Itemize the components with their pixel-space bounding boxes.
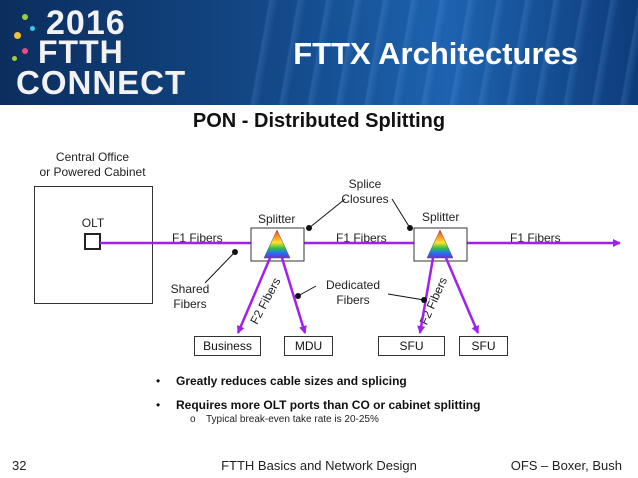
f1-fibers-label-2: F1 Fibers [336,231,387,245]
splitter-label-1: Splitter [258,212,296,226]
central-office-box [34,186,153,304]
shared-fibers-label-line2: Fibers [173,297,207,311]
splitter-label-2: Splitter [422,210,460,224]
f1-fibers-label-1: F1 Fibers [172,231,223,245]
bullet-item: •Greatly reduces cable sizes and splicin… [156,374,407,388]
logo-ftth: FTTH [38,34,124,70]
endpoint-sfu-1: SFU [378,336,445,356]
page-number: 32 [12,458,27,473]
logo-dot [22,48,28,54]
olt-label: OLT [81,216,105,230]
shared-fibers-dot [232,249,238,255]
olt-port [84,233,101,250]
logo-dot [12,56,17,61]
endpoint-sfu-2: SFU [459,336,508,356]
logo-dot [22,14,28,20]
dedicated-pointer-2 [387,293,425,301]
footer-credit: OFS – Boxer, Bush [510,458,622,473]
f1-fibers-label-3: F1 Fibers [510,231,561,245]
f2-drop-business [236,257,272,334]
endpoint-mdu: MDU [284,336,333,356]
splice-closure-dot-2 [407,225,413,231]
footer-title: FTTH Basics and Network Design [221,458,417,473]
dedicated-fibers-label-line2: Fibers [336,293,370,307]
sub-bullet-text: Typical break-even take rate is 20-25% [206,414,379,425]
splice-pointer-2 [391,198,411,229]
header-banner: 2016 FTTH CONNECT FTTX Architectures [0,0,638,105]
header-stripes [250,0,638,105]
f2-drop-sfu-2 [444,257,480,334]
bullet-text: Greatly reduces cable sizes and splicing [176,374,407,388]
shared-fibers-pointer [204,251,236,284]
bullet-text: Requires more OLT ports than CO or cabin… [176,398,481,412]
bullet-item: •Requires more OLT ports than CO or cabi… [156,398,481,412]
diagram-subtitle: PON - Distributed Splitting [192,110,446,132]
event-logo: 2016 FTTH CONNECT [8,4,218,102]
f2-drop-sfu-1 [417,257,435,334]
dedicated-fibers-label-line1: Dedicated [325,278,381,292]
logo-year: 2016 [46,4,126,42]
splice-pointer-1 [308,198,346,229]
central-office-label-line2: or Powered Cabinet [39,165,146,179]
bullet-list: •Greatly reduces cable sizes and splicin… [150,374,530,425]
dedicated-dot-1 [295,293,301,299]
splice-closure-dot-1 [306,225,312,231]
logo-dot [30,26,35,31]
central-office-label-line1: Central Office [55,150,130,164]
shared-fibers-label-line1: Shared [170,282,210,296]
logo-dot [14,32,21,39]
dedicated-dot-2 [421,297,427,303]
splice-closures-label-line2: Closures [341,192,389,206]
f2-drop-mdu [280,257,307,334]
logo-connect: CONNECT [16,64,187,101]
splitter-prism-1 [263,229,291,259]
splice-closures-label-line1: Splice [348,177,382,191]
slide-title: FTTX Architectures [293,36,578,71]
dedicated-pointer-1 [297,285,317,297]
splitter-prism-2 [426,229,454,259]
endpoint-business: Business [194,336,261,356]
